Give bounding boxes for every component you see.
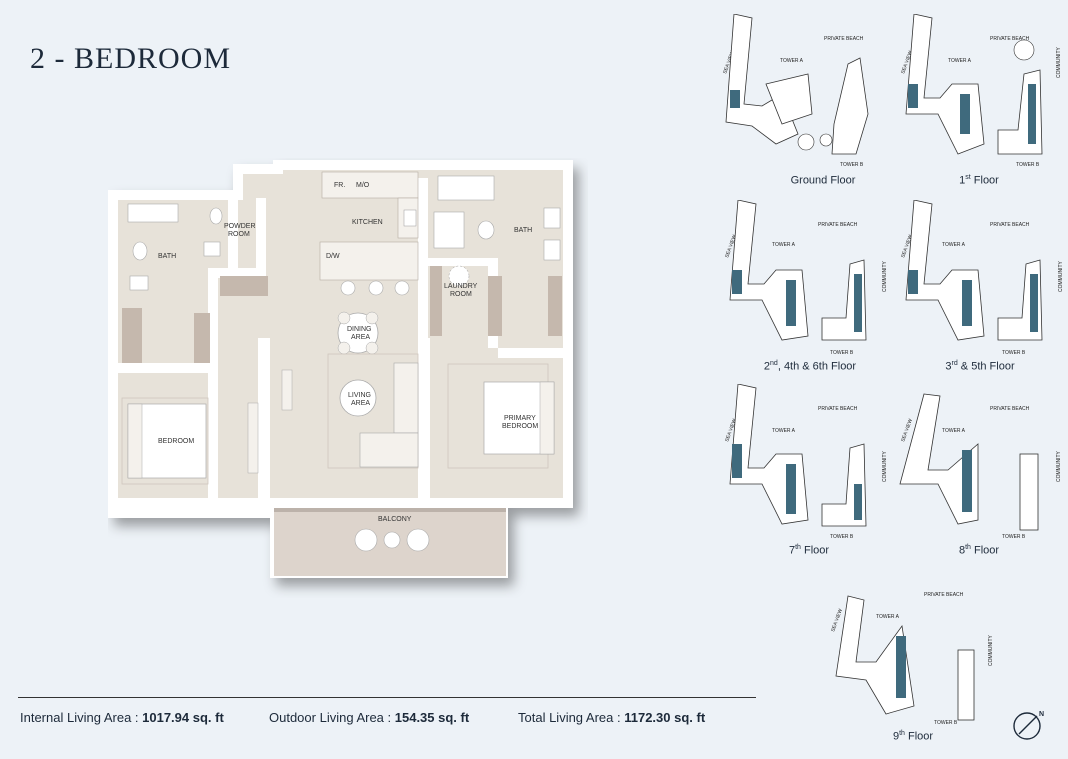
- svg-text:TOWER A: TOWER A: [942, 242, 966, 248]
- label-dining-1: DINING: [347, 326, 372, 333]
- key-plan-ground: PRIVATE BEACH TOWER A TOWER B SEA VIEW: [722, 14, 869, 168]
- svg-text:PRIVATE BEACH: PRIVATE BEACH: [818, 406, 858, 412]
- caption-7th: 7th Floor: [788, 544, 830, 557]
- caption-3-5: 3rd & 5th Floor: [945, 360, 1015, 373]
- svg-text:TOWER A: TOWER A: [772, 428, 796, 434]
- outdoor-area: Outdoor Living Area : 154.35 sq. ft: [269, 710, 470, 725]
- label-bath-right: BATH: [514, 227, 532, 234]
- label-kitchen: KITCHEN: [352, 219, 383, 226]
- internal-area: Internal Living Area : 1017.94 sq. ft: [20, 710, 224, 725]
- svg-text:TOWER A: TOWER A: [948, 58, 972, 64]
- svg-text:TOWER B: TOWER B: [830, 350, 854, 356]
- key-plan-1st: PRIVATE BEACH TOWER A TOWER B SEA VIEW C…: [900, 14, 1062, 168]
- label-powder-2: ROOM: [228, 231, 250, 238]
- label-fr: FR.: [334, 182, 345, 189]
- svg-text:COMMUNITY: COMMUNITY: [1056, 47, 1062, 78]
- svg-text:PRIVATE BEACH: PRIVATE BEACH: [818, 222, 858, 228]
- svg-text:TOWER A: TOWER A: [780, 58, 804, 64]
- caption-ground: Ground Floor: [790, 174, 856, 187]
- svg-text:PRIVATE BEACH: PRIVATE BEACH: [990, 36, 1030, 42]
- caption-9th: 9th Floor: [892, 730, 934, 743]
- svg-text:SEA VIEW: SEA VIEW: [830, 608, 844, 633]
- label-bath-left: BATH: [158, 253, 176, 260]
- svg-text:N: N: [1039, 711, 1044, 718]
- svg-text:COMMUNITY: COMMUNITY: [1058, 261, 1064, 292]
- svg-text:TOWER B: TOWER B: [840, 162, 864, 168]
- key-plan-9th: PRIVATE BEACH TOWER A TOWER B SEA VIEW C…: [830, 592, 994, 726]
- label-powder-1: POWDER: [224, 223, 256, 230]
- page-title: 2 - BEDROOM: [30, 42, 232, 75]
- svg-text:TOWER B: TOWER B: [830, 534, 854, 540]
- svg-text:PRIVATE BEACH: PRIVATE BEACH: [990, 222, 1030, 228]
- footer-rule: [18, 697, 756, 698]
- compass-icon: N: [1013, 711, 1044, 740]
- svg-text:PRIVATE BEACH: PRIVATE BEACH: [990, 406, 1030, 412]
- svg-text:TOWER B: TOWER B: [1002, 534, 1026, 540]
- label-dining-2: AREA: [351, 334, 370, 341]
- label-balcony: BALCONY: [378, 516, 412, 523]
- label-living-2: AREA: [351, 400, 370, 407]
- caption-2-4-6: 2nd, 4th & 6th Floor: [763, 360, 857, 373]
- key-plan-3-5: PRIVATE BEACH TOWER A TOWER B SEA VIEW C…: [900, 200, 1064, 356]
- label-dw: D/W: [326, 253, 340, 260]
- svg-text:COMMUNITY: COMMUNITY: [988, 635, 994, 666]
- floor-plan: FR. M/O KITCHEN D/W POWDER ROOM BATH BAT…: [108, 160, 573, 578]
- label-mo: M/O: [356, 182, 370, 189]
- svg-text:TOWER A: TOWER A: [942, 428, 966, 434]
- label-laundry-2: ROOM: [450, 291, 472, 298]
- caption-8th: 8th Floor: [958, 544, 1000, 557]
- label-bedroom: BEDROOM: [158, 438, 194, 445]
- svg-text:TOWER B: TOWER B: [1002, 350, 1026, 356]
- label-primary-2: BEDROOM: [502, 423, 538, 430]
- svg-text:COMMUNITY: COMMUNITY: [882, 451, 888, 482]
- total-area: Total Living Area : 1172.30 sq. ft: [518, 710, 706, 725]
- svg-text:TOWER A: TOWER A: [876, 614, 900, 620]
- caption-1st: 1st Floor: [959, 174, 999, 187]
- key-plan-7th: PRIVATE BEACH TOWER A TOWER B SEA VIEW C…: [724, 384, 888, 540]
- label-primary-1: PRIMARY: [504, 415, 536, 422]
- label-laundry-1: LAUNDRY: [444, 283, 478, 290]
- key-plan-8th: PRIVATE BEACH TOWER A TOWER B SEA VIEW C…: [899, 393, 1062, 540]
- svg-text:TOWER A: TOWER A: [772, 242, 796, 248]
- svg-text:TOWER B: TOWER B: [934, 720, 958, 726]
- svg-text:PRIVATE BEACH: PRIVATE BEACH: [924, 592, 964, 598]
- svg-text:COMMUNITY: COMMUNITY: [882, 261, 888, 292]
- key-plan-2-4-6: PRIVATE BEACH TOWER A TOWER B SEA VIEW C…: [724, 200, 888, 356]
- svg-text:TOWER B: TOWER B: [1016, 162, 1040, 168]
- label-living-1: LIVING: [348, 392, 371, 399]
- svg-text:PRIVATE BEACH: PRIVATE BEACH: [824, 36, 864, 42]
- svg-text:COMMUNITY: COMMUNITY: [1056, 451, 1062, 482]
